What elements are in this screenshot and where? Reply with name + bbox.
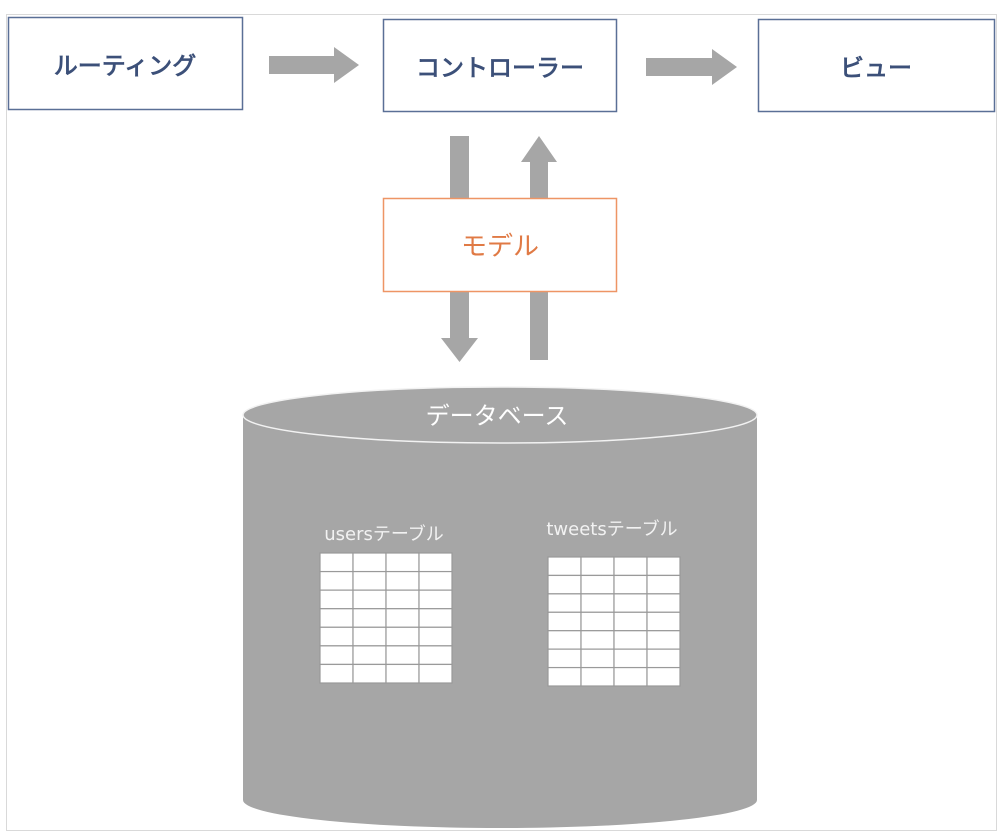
arrow-controller-to-model-shaft: [450, 136, 469, 198]
table-cell: [385, 589, 420, 610]
routing-label: ルーティング: [54, 52, 197, 80]
table-cell: [385, 663, 420, 684]
table-cell: [319, 570, 354, 591]
table-cell: [646, 611, 681, 632]
table-cell: [580, 556, 615, 577]
table-cell: [580, 574, 615, 595]
table-cell: [646, 630, 681, 650]
table-cell: [385, 626, 420, 647]
table-cell: [547, 556, 582, 577]
table-cell: [547, 630, 582, 650]
table-cell: [418, 608, 453, 628]
table-cell: [319, 626, 354, 647]
table-cell: [613, 556, 648, 577]
table-cell: [547, 666, 582, 687]
table-cell: [352, 626, 387, 647]
routing-box: ルーティング: [7, 16, 244, 111]
table-cell: [646, 556, 681, 577]
table-cell: [352, 589, 387, 610]
controller-box: コントローラー: [382, 18, 618, 113]
table-cell: [319, 552, 354, 573]
table-cell: [580, 630, 615, 650]
table-cell: [613, 611, 648, 632]
table-cell: [319, 645, 354, 666]
table-cell: [319, 663, 354, 684]
table-cell: [418, 552, 453, 573]
table-cell: [646, 648, 681, 669]
table-cell: [547, 574, 582, 595]
table-cell: [646, 666, 681, 687]
table-cell: [319, 608, 354, 628]
table-cell: [580, 593, 615, 613]
arrow-model-to-controller: [521, 136, 557, 198]
table-cell: [418, 589, 453, 610]
users-table-label: usersテーブル: [324, 523, 444, 545]
table-cell: [613, 630, 648, 650]
table-cell: [613, 593, 648, 613]
users-table: [319, 552, 453, 684]
database-label: データベース: [426, 402, 569, 430]
table-cell: [385, 608, 420, 628]
table-cell: [547, 648, 582, 669]
table-cell: [385, 645, 420, 666]
table-cell: [418, 626, 453, 647]
arrow-model-to-database: [441, 292, 478, 362]
database-cylinder: データベース: [242, 386, 758, 828]
table-cell: [580, 611, 615, 632]
arrow-database-to-model: [530, 292, 548, 360]
table-cell: [613, 666, 648, 687]
tweets-table-label: tweetsテーブル: [546, 518, 677, 540]
table-cell: [352, 645, 387, 666]
arrow-controller-to-view: [646, 49, 737, 85]
table-cell: [418, 570, 453, 591]
table-cell: [385, 570, 420, 591]
table-cell: [547, 593, 582, 613]
table-cell: [352, 663, 387, 684]
model-box: モデル: [382, 197, 618, 293]
view-box: ビュー: [757, 18, 996, 113]
table-cell: [547, 611, 582, 632]
table-cell: [580, 666, 615, 687]
table-cell: [646, 593, 681, 613]
table-cell: [418, 663, 453, 684]
tweets-table: [547, 556, 681, 687]
table-cell: [613, 648, 648, 669]
table-cell: [352, 552, 387, 573]
table-cell: [580, 648, 615, 669]
model-label: モデル: [461, 232, 539, 262]
table-cell: [613, 574, 648, 595]
table-cell: [352, 608, 387, 628]
table-cell: [319, 589, 354, 610]
table-cell: [418, 645, 453, 666]
table-cell: [352, 570, 387, 591]
table-cell: [646, 574, 681, 595]
table-cell: [385, 552, 420, 573]
view-label: ビュー: [840, 54, 912, 82]
controller-label: コントローラー: [416, 54, 584, 82]
arrow-routing-to-controller: [269, 47, 359, 83]
